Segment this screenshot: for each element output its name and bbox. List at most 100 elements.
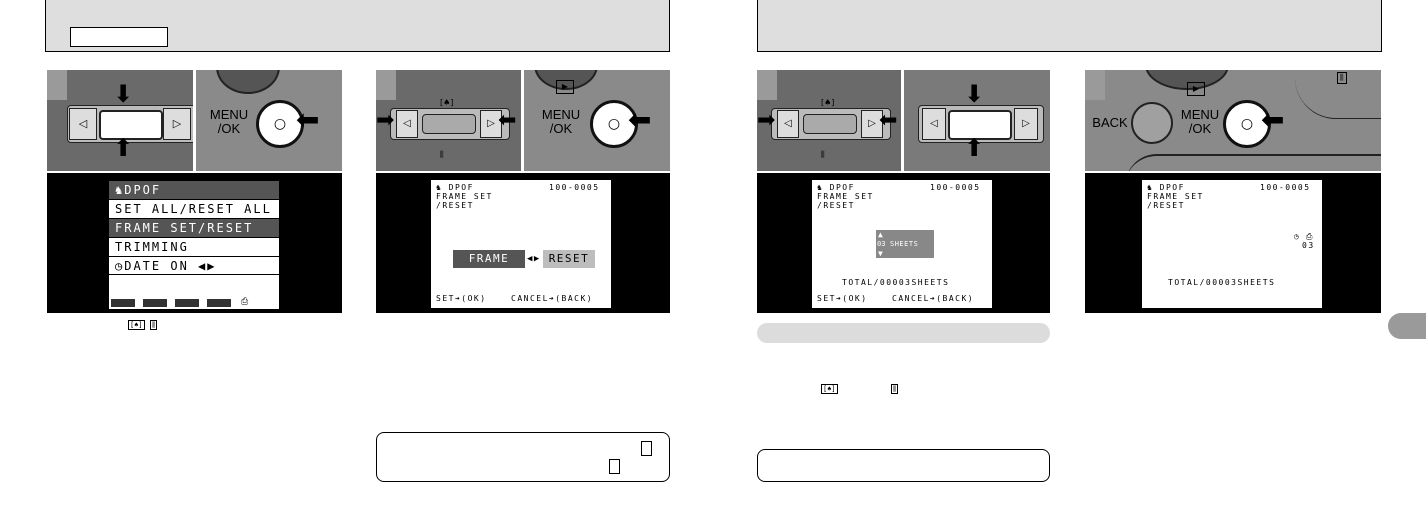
- lcd-title: ♞ DPOF: [1147, 183, 1185, 192]
- dpad-left-button: ◁: [69, 108, 97, 140]
- toggle-arrows-icon: ◀▶: [527, 254, 541, 264]
- dpad-left-button: ◁: [922, 108, 946, 140]
- play-icon: ▶: [556, 80, 574, 94]
- menu-item-date-on[interactable]: ◷DATE ON ◀▶: [109, 256, 279, 275]
- zoom-in-icon: [♠]: [128, 320, 145, 330]
- lcd-frame-number: 100-0005: [930, 183, 981, 192]
- left-right-arrows-icon: ◀▶: [198, 259, 217, 273]
- right-header-bar: [757, 0, 1382, 52]
- gray-pill-heading: [757, 323, 1050, 343]
- mode-dial: [216, 70, 280, 94]
- dpof-menu-title: ♞DPOF: [109, 181, 279, 199]
- zoom-in-mark: [♠]: [440, 98, 454, 107]
- lcd-frame-number: 100-0005: [1260, 183, 1311, 192]
- dpad-right-button: ▷: [861, 110, 883, 138]
- lcd-footer-cancel: CANCEL➔(BACK): [892, 294, 975, 303]
- zoom-in-mark: [♠]: [821, 98, 835, 107]
- step-number-badge: [1085, 70, 1105, 100]
- curve-line: [1295, 78, 1381, 119]
- lcd-total: TOTAL/00003SHEETS: [842, 278, 950, 287]
- clock-icon: ◷: [1294, 232, 1301, 241]
- play-icon: ▶: [1187, 82, 1205, 96]
- zoom-out-mark: ⫼: [821, 150, 825, 159]
- dpof-menu-panel: ♞DPOF SET ALL/RESET ALL FRAME SET/RESET …: [109, 181, 279, 309]
- lcd-line3: /RESET: [1147, 201, 1185, 210]
- dpad-left-button: ◁: [396, 110, 418, 138]
- protect-icon: [143, 299, 167, 307]
- reset-option[interactable]: RESET: [543, 250, 595, 268]
- arrow-left-icon: ⬅: [628, 103, 652, 136]
- lcd-frame-set: ♞ DPOF 100-0005 FRAME SET /RESET FRAME S…: [431, 180, 611, 308]
- frame-set-option[interactable]: FRAME SET: [453, 250, 525, 283]
- left-note-box: [376, 432, 670, 482]
- menu-ok-label: MENU/OK: [1180, 107, 1220, 136]
- menu-ok-label: MENU/OK: [541, 107, 581, 136]
- stepper-up-icon[interactable]: ▲: [878, 230, 885, 239]
- lcd-sheets: ♞ DPOF 100-0005 FRAME SET /RESET ▲ 03 ▼ …: [812, 180, 992, 308]
- arrow-left-icon: ⬅: [296, 103, 320, 136]
- lcd-line3: /RESET: [436, 201, 474, 210]
- step3-lcd-screen: ♞ DPOF 100-0005 FRAME SET /RESET ▲ 03 ▼ …: [757, 173, 1050, 313]
- sheets-stepper[interactable]: ▲ 03 ▼ SHEETS: [876, 230, 934, 258]
- lcd-line3: /RESET: [817, 201, 855, 210]
- step1-photo-dpad: ◁ ▷ ⬇ ⬆: [47, 70, 193, 171]
- right-note-box: [757, 449, 1050, 482]
- menu-item-frame-set[interactable]: FRAME SET/RESET: [109, 218, 279, 237]
- lcd-result: ♞ DPOF 100-0005 FRAME SET /RESET ◷ ⎙ 03 …: [1142, 180, 1322, 308]
- step2-photo-dpad: [♠] ◁ ▷ ➡ ⬅ ⫼: [376, 70, 521, 171]
- step2-lcd-screen: ♞ DPOF 100-0005 FRAME SET /RESET FRAME S…: [376, 173, 670, 313]
- dpad-center-button: [803, 114, 857, 134]
- clock-icon: ◷: [115, 259, 125, 273]
- menu-ok-button: ○: [1223, 100, 1271, 148]
- step4-lcd-screen: ♞ DPOF 100-0005 FRAME SET /RESET ◷ ⎙ 03 …: [1085, 173, 1381, 313]
- menu-bottom-icons: ⎙: [101, 297, 287, 309]
- arrow-left-icon: ⬅: [1261, 103, 1285, 136]
- lcd-total: TOTAL/00003SHEETS: [1168, 278, 1276, 287]
- menu-item-trimming[interactable]: TRIMMING: [109, 237, 279, 256]
- zoom-in-icon: [♠]: [821, 384, 838, 394]
- menu-ok-button: ○: [256, 100, 304, 148]
- dpad-center-button: [422, 114, 476, 134]
- bottom-curve: [1125, 154, 1381, 171]
- lcd-title: ♞ DPOF: [817, 183, 855, 192]
- dpad-right-button: ▷: [1014, 108, 1038, 140]
- lcd-line2: FRAME SET: [817, 192, 874, 201]
- lcd-footer-set: SET➔(OK): [817, 294, 868, 303]
- step1-lcd-screen: ♞DPOF SET ALL/RESET ALL FRAME SET/RESET …: [47, 173, 342, 313]
- dpad-right-button: ▷: [163, 108, 191, 140]
- step-number-badge: [47, 70, 67, 100]
- lcd-line2: FRAME SET: [436, 192, 493, 201]
- step1-photo-menu-ok: MENU/OK ○ ⬅: [196, 70, 342, 171]
- print-count: 03: [1302, 241, 1315, 250]
- lcd-footer-cancel: CANCEL➔(BACK): [511, 294, 594, 303]
- stepper-down-icon[interactable]: ▼: [878, 249, 885, 258]
- left-header-tag: [70, 27, 168, 47]
- printer-icon: ♞: [115, 183, 125, 197]
- step2-photo-menu-ok: ▶ MENU/OK ○ ⬅: [524, 70, 670, 171]
- arrow-up-icon: ⬆: [964, 134, 985, 162]
- back-arrow-icon: [207, 299, 231, 307]
- step3-photo-dpad-ud: ◁ ▷ ⬇ ⬆: [904, 70, 1050, 171]
- zoom-out-icon: ⫼: [150, 320, 158, 330]
- menu-item-set-all[interactable]: SET ALL/RESET ALL: [109, 199, 279, 218]
- step-number-badge: [757, 70, 777, 100]
- zoom-icons-note: [♠] ⫼: [128, 320, 158, 330]
- zoom-out-icon: ⫼: [891, 384, 899, 394]
- arrow-down-icon: ⬇: [964, 80, 985, 108]
- lcd-footer-set: SET➔(OK): [436, 294, 487, 303]
- arrow-right-icon: ➡: [757, 108, 776, 133]
- arrow-left-icon: ⬅: [498, 108, 517, 133]
- dpad-center-button: [948, 110, 1012, 140]
- step-number-badge: [376, 70, 396, 100]
- sheet-count: 03: [877, 240, 886, 248]
- arrow-left-icon: ⬅: [879, 108, 898, 133]
- menu-ok-button: ○: [590, 100, 638, 148]
- arrow-down-icon: ⬇: [113, 80, 134, 108]
- right-zoom-icons: [♠] ⫼: [821, 384, 921, 396]
- print-icon: ⎙: [241, 297, 249, 307]
- trash-icon: [111, 299, 135, 307]
- lcd-title: ♞ DPOF: [436, 183, 474, 192]
- back-label: BACK: [1092, 115, 1128, 130]
- image-icon: [175, 299, 199, 307]
- arrow-up-icon: ⬆: [113, 134, 134, 162]
